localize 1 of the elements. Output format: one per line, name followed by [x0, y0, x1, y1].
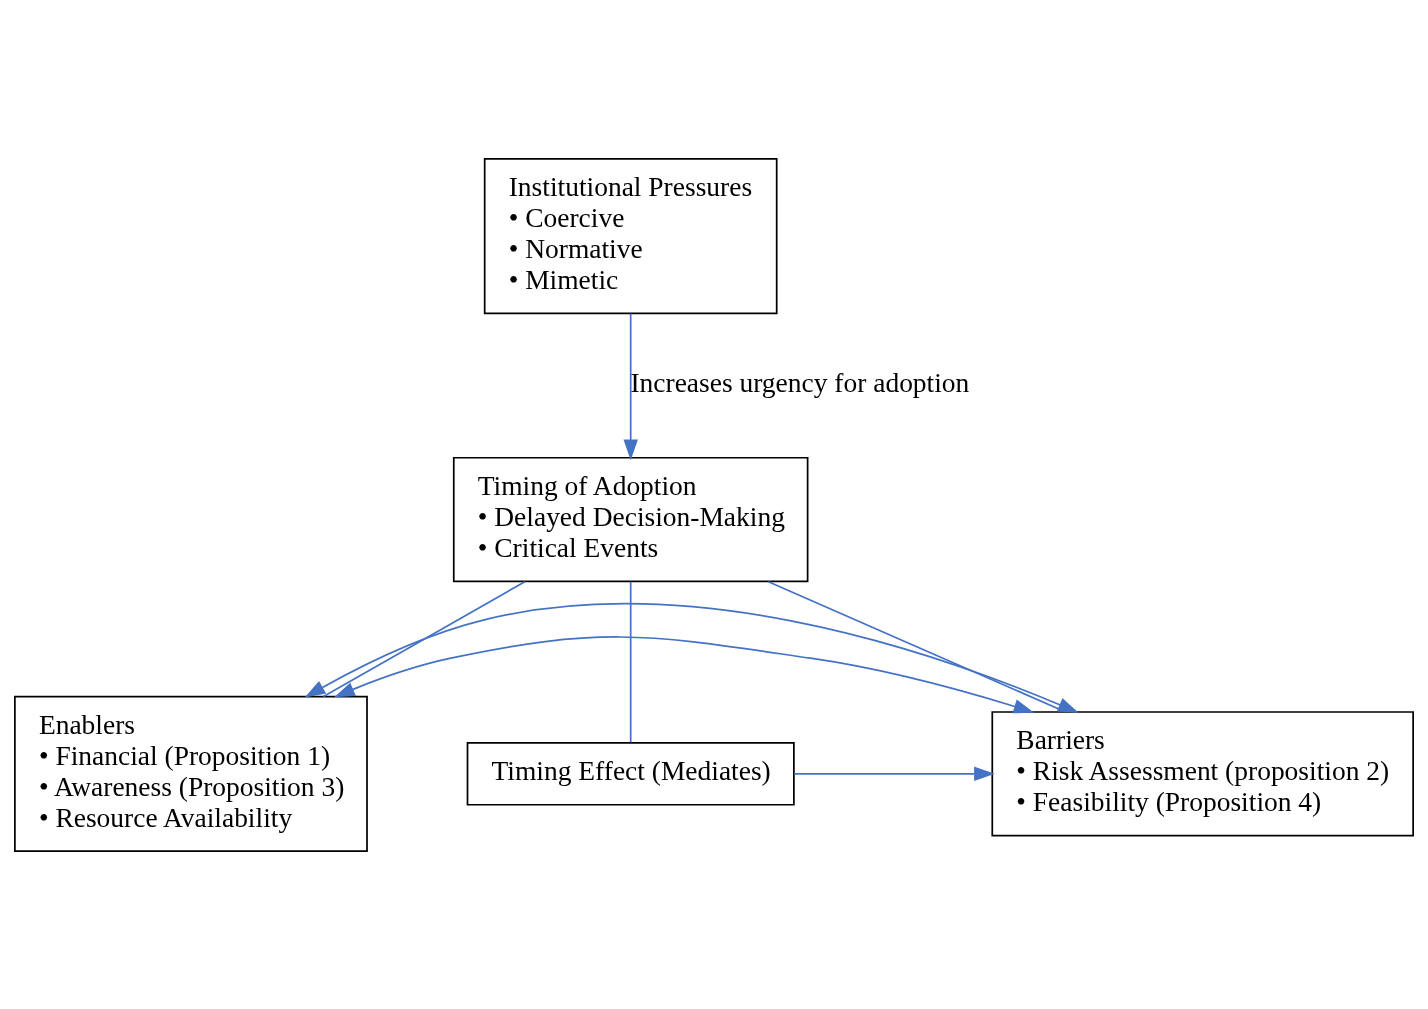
edge-label: Increases urgency for adoption: [630, 367, 970, 398]
